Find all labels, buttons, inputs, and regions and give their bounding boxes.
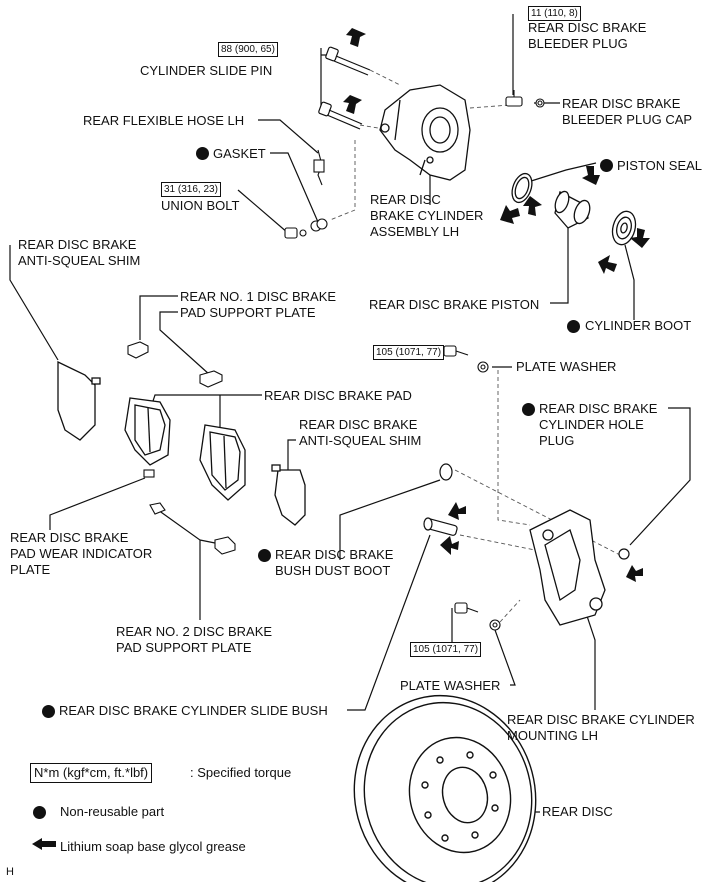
figure-code: H <box>6 866 14 878</box>
plate-washer-2-label: PLATE WASHER <box>400 678 501 693</box>
piston-seal-label: PISTON SEAL <box>617 158 703 173</box>
leader-shim-top <box>9 245 59 361</box>
pad-support-1-label: REAR NO. 1 DISC BRAKE PAD SUPPORT PLATE <box>180 289 337 320</box>
hole-plug-label: REAR DISC BRAKE CYLINDER HOLE PLUG <box>539 401 658 448</box>
leader-pad-support-2 <box>157 509 201 620</box>
leader-mounting <box>584 609 596 710</box>
rear-disc-label: REAR DISC <box>542 804 613 819</box>
legend-torque-box: N*m (kgf*cm, ft.*lbf) <box>30 763 153 783</box>
washer-torque-2-box: 105 (1071, 77) <box>410 642 482 657</box>
cyl-boot-nonreusable-dot <box>567 320 580 333</box>
leader-piston <box>550 198 569 304</box>
dust-boot-label: REAR DISC BRAKE BUSH DUST BOOT <box>275 547 394 578</box>
leader-union-bolt <box>237 189 289 234</box>
union-bolt-label: UNION BOLT <box>161 198 240 213</box>
leader-dust-boot <box>339 479 441 560</box>
gasket-label: GASKET <box>213 146 266 161</box>
slide-pin-torque-box: 88 (900, 65) <box>218 42 278 57</box>
cyl-boot-label: CYLINDER BOOT <box>585 318 692 333</box>
slide-bush-nonreusable-dot <box>42 705 55 718</box>
leader-pad <box>149 394 262 411</box>
wear-plate-label: REAR DISC BRAKE PAD WEAR INDICATOR PLATE <box>10 530 153 577</box>
rear-disc-drawing <box>353 694 537 882</box>
union-torque-box: 31 (316, 23) <box>161 182 221 197</box>
shim-top-label: REAR DISC BRAKE ANTI-SQUEAL SHIM <box>18 237 141 268</box>
flex-hose-label: REAR FLEXIBLE HOSE LH <box>83 113 245 128</box>
leader-plate-washer-2 <box>494 629 516 686</box>
dust-boot-nonreusable-dot <box>258 549 271 562</box>
leader-hole-plug <box>629 407 691 546</box>
bleeder-plug-label: REAR DISC BRAKE BLEEDER PLUG <box>528 20 647 51</box>
leader-shim-mid <box>287 439 296 470</box>
piston-label: REAR DISC BRAKE PISTON <box>369 297 540 312</box>
pad-label: REAR DISC BRAKE PAD <box>264 388 412 403</box>
leader-wear-plate <box>49 477 146 530</box>
shim-mid-label: REAR DISC BRAKE ANTI-SQUEAL SHIM <box>299 417 422 448</box>
leader-gasket <box>270 152 319 223</box>
gasket-nonreusable-dot <box>196 147 209 160</box>
hole-plug-nonreusable-dot <box>522 403 535 416</box>
mounting-label: REAR DISC BRAKE CYLINDER MOUNTING LH <box>507 712 695 743</box>
piston-seal-nonreusable-dot <box>600 159 613 172</box>
legend-nonreusable-text: Non-reusable part <box>60 804 165 819</box>
bleeder-torque-box: 11 (110, 8) <box>528 6 581 21</box>
cyl-assembly-label: REAR DISC BRAKE CYLINDER ASSEMBLY LH <box>370 192 484 239</box>
leader-piston-seal <box>527 162 597 183</box>
leader-flex-hose <box>258 119 319 154</box>
leader-cyl-boot <box>624 244 635 320</box>
plate-washer-1-label: PLATE WASHER <box>516 359 617 374</box>
pad-support-2-label: REAR NO. 2 DISC BRAKE PAD SUPPORT PLATE <box>116 624 273 655</box>
slide-bush-label: REAR DISC BRAKE CYLINDER SLIDE BUSH <box>59 703 328 718</box>
leader-slide-bush <box>347 534 431 711</box>
legend-nonreusable-dot <box>33 806 46 819</box>
bleeder-cap-label: REAR DISC BRAKE BLEEDER PLUG CAP <box>562 96 693 127</box>
leader-pad-support-1 <box>139 295 178 340</box>
washer-torque-1-box: 105 (1071, 77) <box>373 345 445 360</box>
grease-arrows <box>32 28 650 850</box>
legend-grease-text: Lithium soap base glycol grease <box>60 839 246 854</box>
legend-torque-text: : Specified torque <box>190 765 292 780</box>
slide-pin-label: CYLINDER SLIDE PIN <box>140 63 273 78</box>
